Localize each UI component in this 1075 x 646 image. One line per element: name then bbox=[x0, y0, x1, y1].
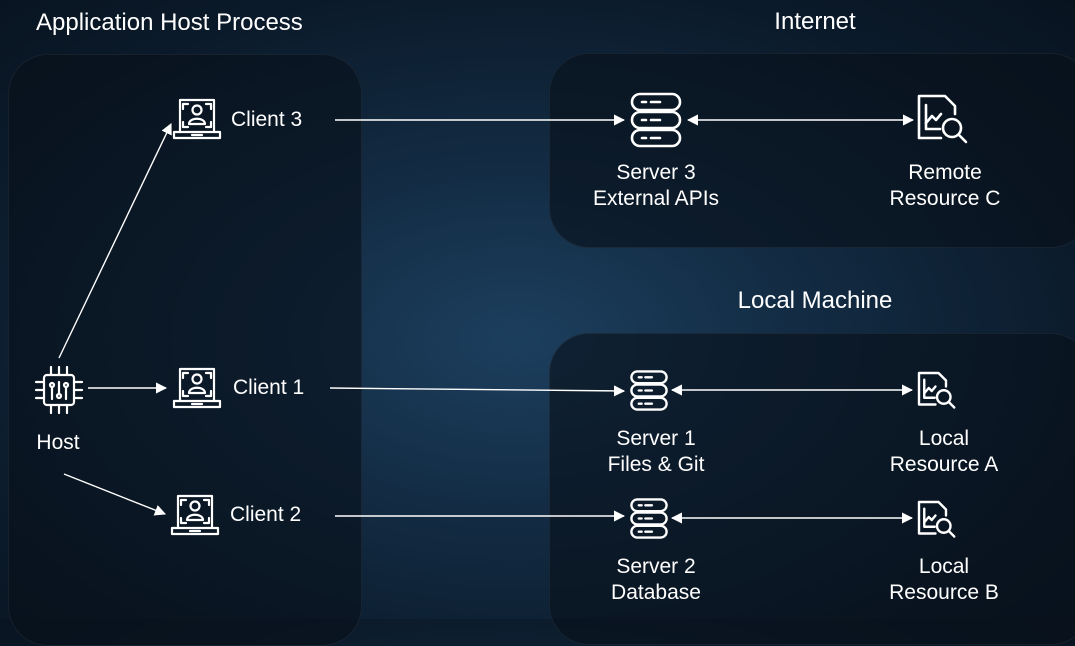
client-1-laptop-user-icon bbox=[172, 367, 222, 409]
host-process-heading: Application Host Process bbox=[36, 9, 303, 36]
server-1-description: Files & Git bbox=[607, 453, 705, 476]
server-3-server-stack-icon bbox=[630, 92, 682, 148]
client-2-label: Client 2 bbox=[230, 503, 302, 526]
server-2-server-stack-icon bbox=[630, 498, 668, 539]
server-3-description: External APIs bbox=[592, 187, 720, 210]
resource-b-line1: Local bbox=[918, 555, 970, 578]
client-3-laptop-user-icon bbox=[172, 98, 222, 140]
cpu-chip-icon bbox=[34, 365, 84, 415]
local-machine-heading: Local Machine bbox=[737, 287, 893, 314]
connector-lines bbox=[58, 114, 915, 524]
internet-region bbox=[549, 53, 1075, 248]
resource-a-line1: Local bbox=[918, 427, 970, 450]
arrow-client-1-to-server-1 bbox=[329, 385, 626, 397]
resource-c-document-search-icon bbox=[917, 94, 968, 144]
server-1-server-stack-icon bbox=[630, 370, 668, 411]
client-3-label: Client 3 bbox=[231, 108, 303, 131]
resource-c-line2: Resource C bbox=[889, 187, 1001, 210]
server-2-name: Server 2 bbox=[616, 555, 696, 578]
resource-a-document-search-icon bbox=[917, 371, 956, 409]
resource-b-document-search-icon bbox=[917, 500, 956, 538]
client-2-laptop-user-icon bbox=[170, 494, 220, 536]
server-2-description: Database bbox=[611, 581, 701, 604]
host-label: Host bbox=[36, 431, 80, 454]
server-3-name: Server 3 bbox=[616, 161, 696, 184]
arrow-host-to-client-3 bbox=[58, 122, 172, 359]
application-host-process-region bbox=[8, 54, 362, 646]
server-1-name: Server 1 bbox=[616, 427, 696, 450]
arrow-host-to-client-2 bbox=[63, 473, 167, 516]
resource-c-line1: Remote bbox=[908, 161, 982, 184]
resource-b-line2: Resource B bbox=[889, 581, 999, 604]
internet-heading: Internet bbox=[774, 8, 856, 35]
client-1-label: Client 1 bbox=[233, 376, 305, 399]
resource-a-line2: Resource A bbox=[889, 453, 999, 476]
